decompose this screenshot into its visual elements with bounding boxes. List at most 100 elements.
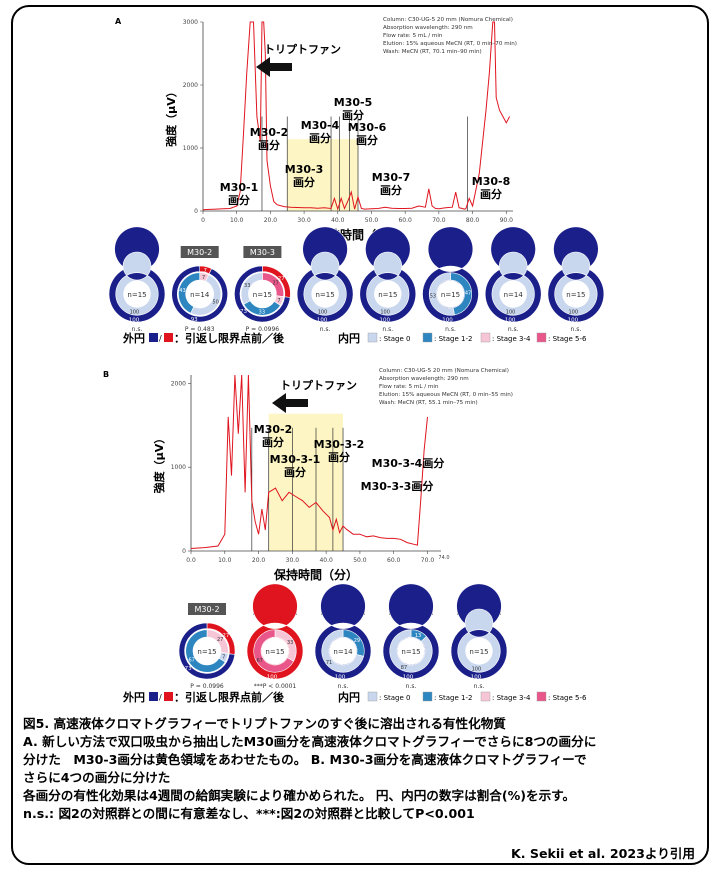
legend-swatch-stage [367,691,378,702]
x-tick-label: 50.0 [365,217,379,224]
inner-ring-label: 47 [465,290,471,296]
legend-outer-label: 外円 [122,690,145,704]
fraction-highlight [268,413,344,551]
caption-title: 図5. 高速液体クロマトグラフィーでトリプトファンのすぐ後に溶出される有性化物質 [23,716,506,731]
legend-stage-label: : Stage 0 [379,335,411,343]
y-axis-label: 強度（μV） [164,86,178,147]
caption-line: A. 新しい方法で双口吸虫から抽出したM30画分を高速液体クロマトグラフィーでさ… [23,734,597,749]
legend-outer-label: 外円 [122,331,145,345]
x-tick-label: 50.0 [353,557,367,564]
outer-ring-label: 100 [317,318,328,324]
legend-outer-text: ：引返し限界点前／後 [174,690,285,704]
fraction-label: M30-2 [250,126,288,139]
outer-ring-label: 7 [203,268,207,274]
legend-stage-label: : Stage 5-6 [548,694,587,702]
chromatogram-trace [202,21,511,211]
inner-ring-label: 67 [188,658,194,664]
outer-ring-slice [178,622,236,680]
x-tick-label: 10.0 [218,557,232,564]
donut-n: n=15 [378,291,397,299]
legend-swatch-stage [422,691,433,702]
inner-ring-label: 100 [318,309,328,315]
caption-line: 分けた M30-3画分は黄色領域をあわせたもの。 B. M30-3画分を高速液体… [23,752,587,767]
donut-hole [311,280,339,308]
donut-n: n=15 [441,291,460,299]
method-info: Absorption wavelength: 290 nm [379,376,469,382]
fraction-label: M30-3-3画分 [361,479,434,493]
outer-ring-slice [234,265,291,323]
donut-hole [248,280,277,308]
legend-swatch-stage [536,691,547,702]
outer-ring-label: 100 [129,318,140,324]
x-tick-label: 60.0 [398,217,412,224]
legend-swatch-stage [480,691,491,702]
donut-title: M30-2 [187,248,212,257]
legend-swatch-stage [422,332,433,343]
donut-hole [397,637,425,665]
fraction-label: 画分 [262,435,284,449]
outer-ring-label: 27 [222,633,229,639]
method-info: Flow rate: 5 mL / min [383,33,443,39]
citation: K. Sekii et al. 2023より引用 [510,846,695,861]
fraction-label: M30-5 [334,96,372,109]
outer-ring-label: 100 [267,675,278,681]
method-info: Wash: MeCN (RT, 55.1 min–75 min) [379,400,478,406]
legend-stage-label: : Stage 3-4 [492,694,531,702]
donut-n: n=15 [401,648,420,656]
donut-p-value: n.s. [132,326,143,333]
fraction-label: 画分 [356,133,378,147]
x-axis-label: 保持時間（分） [273,567,358,582]
inner-ring-slice [178,272,200,314]
outer-ring-label: 100 [568,318,579,324]
fraction-label: M30-3 [285,163,323,176]
inner-ring-label: 67 [257,658,263,664]
inner-ring-slice [253,629,295,673]
caption-line: 各画分の有性化効果は4週間の給餌実験により確かめられた。 円、内円の数字は割合(… [23,788,576,803]
outer-ring-label: 100 [403,675,414,681]
x-tick-label: 70.0 [421,557,435,564]
inner-ring-slice [389,629,433,673]
legend-stage-label: : Stage 0 [379,694,411,702]
donut-n: n=15 [566,291,585,299]
legend-stage-label: : Stage 5-6 [548,335,587,343]
method-info: Elution: 15% aqueous MeCN (RT, 0 min–70 … [383,41,517,47]
method-info: Column: C30-UG-5 20 mm (Nomura Chemical) [379,368,509,374]
fraction-label: M30-8 [472,175,510,188]
x-tick-label: 74.0 [438,555,449,561]
donut-p-value: n.s. [445,326,456,333]
outer-ring-label: 73 [240,309,247,315]
inner-ring-label: 100 [380,309,390,315]
legend-stage-label: : Stage 1-2 [434,335,472,343]
x-tick-label: 70.0 [432,217,446,224]
outer-ring-slice [171,265,228,323]
method-info: Absorption wavelength: 290 nm [383,25,473,31]
inner-ring-label: 7 [222,655,225,661]
donut-n: n=14 [504,291,524,299]
inner-ring-label: 7 [277,298,280,304]
donut-title-box [243,246,282,258]
fraction-label: 画分 [228,193,250,207]
y-tick-label: 1000 [183,145,198,152]
y-tick-label: 3000 [183,19,198,26]
outer-ring-label: 100 [442,318,453,324]
fraction-label: 画分 [258,138,280,152]
outer-ring-label: 100 [471,675,482,681]
inner-ring-label: 53 [430,294,436,300]
donut-p-value: P = 0.0996 [246,326,280,333]
donut-p-value: n.s. [320,326,331,333]
inner-ring-label: 7 [202,275,205,281]
x-tick-label: 0.0 [186,557,196,564]
outer-ring-label: 93 [191,317,198,323]
panel-letter: A [115,17,122,26]
inner-ring-label: 27 [272,280,278,286]
donut-n: n=14 [190,291,210,299]
donut-hole [193,637,221,665]
donut-hole [465,637,493,665]
fraction-label: 画分 [328,450,350,464]
inner-ring-label: 33 [259,310,265,316]
legend-swatch-red [164,333,173,342]
y-tick-label: 0 [194,208,198,215]
x-tick-label: 0 [201,217,205,224]
legend-outer-text: ：引返し限界点前／後 [174,331,285,345]
